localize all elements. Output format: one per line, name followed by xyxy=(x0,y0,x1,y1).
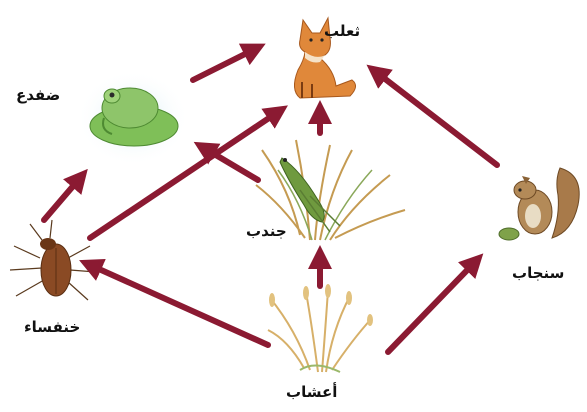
node-label-frog: ضفدع xyxy=(16,86,60,104)
grass-icon xyxy=(268,284,373,372)
node-label-beetle: خنفساء xyxy=(24,318,80,336)
node-label-fox: ثعلب xyxy=(324,22,360,40)
frog-icon xyxy=(77,70,189,166)
arrow-grass-to-beetle xyxy=(90,265,268,345)
beetle-icon xyxy=(10,220,96,300)
arrow-grass-to-squirrel xyxy=(388,262,475,352)
squirrel-icon xyxy=(499,168,579,240)
arrow-beetle-to-frog xyxy=(44,178,80,220)
node-label-grasshopper: جندب xyxy=(246,222,287,240)
arrow-squirrel-to-fox xyxy=(376,72,497,165)
arrow-frog-to-fox xyxy=(193,49,255,80)
node-label-grass: أعشاب xyxy=(286,383,337,401)
node-label-squirrel: سنجاب xyxy=(512,264,564,282)
